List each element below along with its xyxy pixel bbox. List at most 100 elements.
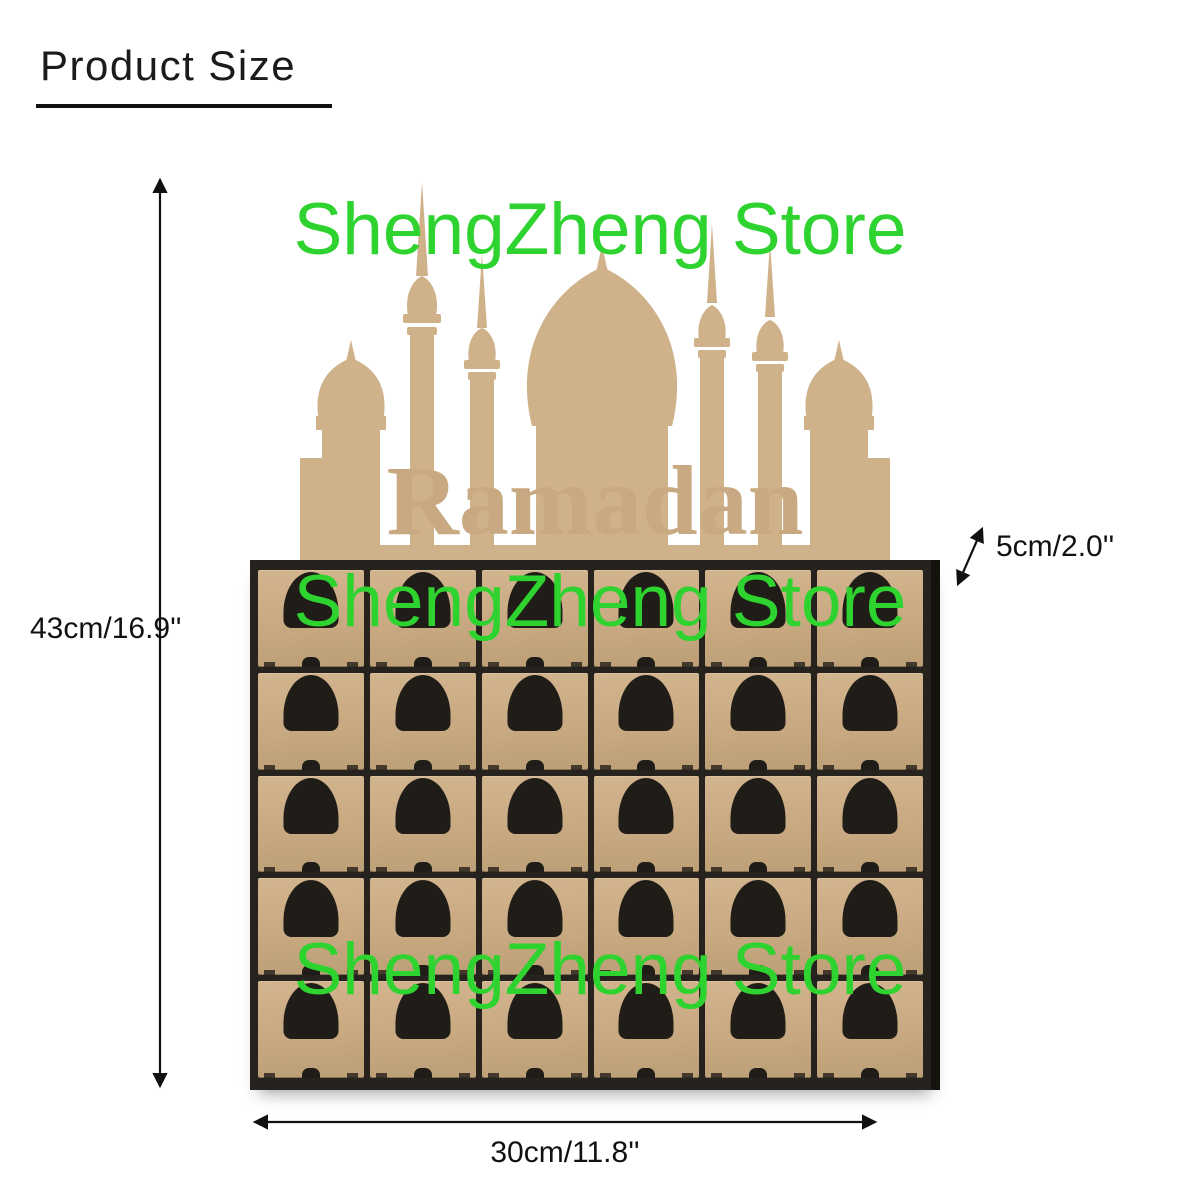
drawer-handle-notch: [301, 965, 320, 976]
drawer-arch-opening: [395, 674, 451, 731]
drawer-arch-opening: [507, 674, 563, 731]
drawer-handle-notch: [749, 862, 768, 873]
drawer-handle-notch: [749, 1068, 768, 1078]
joint-mark: [375, 764, 387, 770]
joint-mark: [458, 867, 470, 873]
drawer-handle-notch: [749, 759, 768, 770]
drawer: [593, 878, 700, 976]
drawer: [705, 878, 812, 976]
joint-mark: [264, 867, 275, 873]
drawer-arch-opening: [507, 572, 563, 629]
joint-mark: [711, 764, 723, 770]
drawer: [481, 775, 588, 873]
joint-mark: [823, 661, 835, 667]
drawer-arch-opening: [618, 674, 674, 731]
drawer: [593, 570, 700, 667]
drawer: [258, 570, 364, 667]
calendar-box: [250, 560, 940, 1090]
joint-mark: [823, 764, 835, 770]
drawer: [369, 570, 476, 667]
product-image: Ramadan: [250, 170, 940, 1090]
drawer-arch-opening: [395, 983, 451, 1040]
joint-mark: [906, 867, 917, 873]
joint-mark: [264, 764, 275, 770]
joint-mark: [682, 867, 694, 873]
joint-mark: [711, 867, 723, 873]
drawer: [481, 981, 588, 1078]
drawer-arch-opening: [283, 572, 339, 629]
drawer-handle-notch: [525, 759, 544, 770]
joint-mark: [794, 1073, 806, 1078]
drawer-arch-opening: [507, 983, 563, 1040]
joint-mark: [375, 867, 387, 873]
drawer: [705, 775, 812, 873]
joint-mark: [682, 970, 694, 976]
drawer: [817, 878, 923, 976]
joint-mark: [711, 1073, 723, 1078]
joint-mark: [487, 1073, 499, 1078]
joint-mark: [487, 970, 499, 976]
drawer-handle-notch: [525, 862, 544, 873]
drawer: [705, 570, 812, 667]
drawer-arch-opening: [283, 674, 339, 731]
drawer-arch-opening: [730, 777, 786, 834]
joint-mark: [458, 970, 470, 976]
drawer-arch-opening: [618, 777, 674, 834]
joint-mark: [823, 867, 835, 873]
drawer-arch-opening: [842, 880, 898, 937]
joint-mark: [458, 764, 470, 770]
drawer-handle-notch: [637, 862, 656, 873]
ramadan-cutout-text: Ramadan: [387, 445, 804, 556]
joint-mark: [264, 1073, 275, 1078]
drawer: [817, 570, 923, 667]
drawer-handle-notch: [413, 759, 432, 770]
drawer: [369, 981, 476, 1078]
joint-mark: [682, 764, 694, 770]
page-title: Product Size: [36, 42, 333, 108]
drawer: [481, 672, 588, 770]
drawer-arch-opening: [618, 572, 674, 629]
drawer: [369, 775, 476, 873]
drawer-handle-notch: [861, 656, 880, 667]
drawer: [258, 981, 364, 1078]
joint-mark: [794, 661, 806, 667]
joint-mark: [794, 867, 806, 873]
joint-mark: [823, 970, 835, 976]
drawer-arch-opening: [842, 572, 898, 629]
drawer-arch-opening: [618, 880, 674, 937]
drawer: [593, 775, 700, 873]
drawer-arch-opening: [507, 777, 563, 834]
drawer-handle-notch: [413, 862, 432, 873]
drawer-handle-notch: [637, 656, 656, 667]
drawer-arch-opening: [730, 983, 786, 1040]
left-minaret-2: [464, 254, 500, 570]
height-label: 43cm/16.9'': [30, 612, 182, 645]
drawer: [705, 981, 812, 1078]
joint-mark: [346, 970, 358, 976]
drawer-arch-opening: [842, 983, 898, 1040]
joint-mark: [599, 661, 611, 667]
drawer: [705, 672, 812, 770]
joint-mark: [346, 867, 358, 873]
drawer-handle-notch: [413, 656, 432, 667]
joint-mark: [458, 1073, 470, 1078]
drawer-arch-opening: [395, 572, 451, 629]
joint-mark: [906, 661, 917, 667]
drawer: [481, 878, 588, 976]
drawer-handle-notch: [861, 862, 880, 873]
mosque-structures: [300, 182, 890, 570]
drawer-arch-opening: [283, 983, 339, 1040]
drawer-handle-notch: [413, 965, 432, 976]
drawer-handle-notch: [413, 1068, 432, 1078]
drawer: [258, 775, 364, 873]
joint-mark: [599, 1073, 611, 1078]
joint-mark: [570, 867, 582, 873]
joint-mark: [682, 661, 694, 667]
joint-mark: [375, 1073, 387, 1078]
depth-label: 5cm/2.0'': [996, 530, 1115, 563]
drawer-handle-notch: [525, 656, 544, 667]
joint-mark: [264, 661, 275, 667]
right-minaret-2: [752, 242, 788, 570]
joint-mark: [375, 661, 387, 667]
